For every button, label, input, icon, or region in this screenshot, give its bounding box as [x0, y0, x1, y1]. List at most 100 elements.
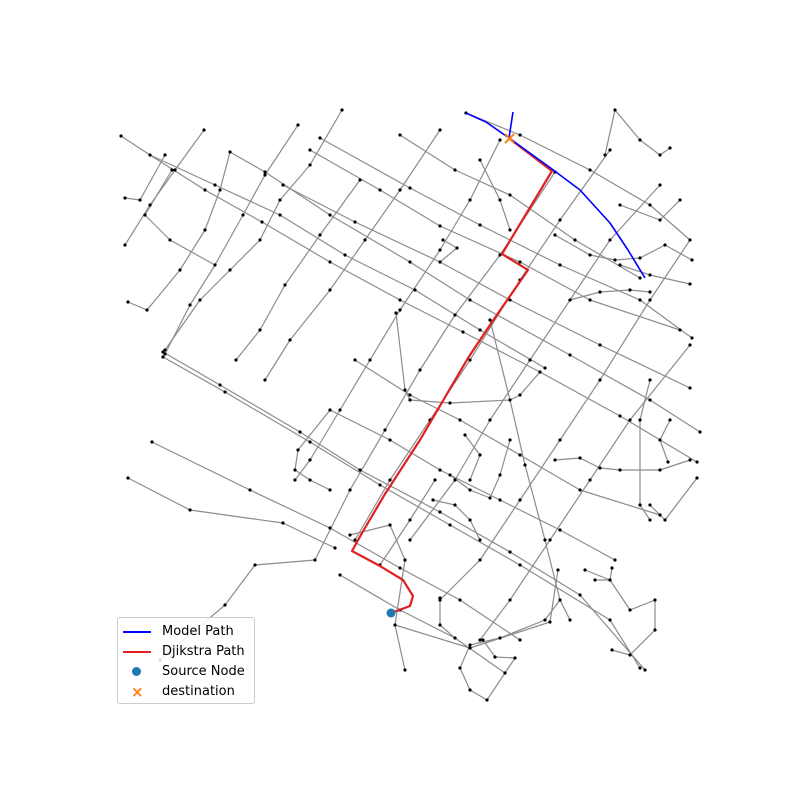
road-node — [448, 401, 452, 405]
model-path-stub — [508, 111, 514, 139]
road-node — [438, 510, 442, 514]
road-node — [690, 336, 694, 340]
road-node — [638, 256, 642, 260]
road-edge — [554, 457, 691, 471]
road-node — [556, 568, 560, 572]
road-node — [608, 238, 612, 242]
road-node — [148, 153, 152, 157]
road-node — [598, 343, 602, 347]
legend-item-source-node: Source Node — [118, 662, 254, 682]
road-node — [173, 168, 177, 172]
road-node — [613, 108, 617, 112]
road-node — [638, 276, 642, 280]
road-node — [508, 298, 512, 302]
road-node — [498, 498, 502, 502]
road-node — [358, 178, 362, 182]
djikstra-path-swatch — [123, 651, 151, 653]
destination-swatch: × — [131, 683, 144, 701]
road-node — [433, 478, 437, 482]
road-node — [588, 253, 592, 257]
road-node — [161, 350, 165, 354]
road-node — [553, 458, 557, 462]
road-node — [598, 290, 602, 294]
road-node — [478, 558, 482, 562]
road-node — [353, 220, 357, 224]
road-node — [248, 488, 252, 492]
road-edge — [354, 359, 661, 516]
road-node — [263, 378, 267, 382]
road-node — [508, 438, 512, 442]
road-node — [648, 273, 652, 277]
road-node — [398, 566, 402, 570]
road-edge — [432, 499, 481, 541]
road-node — [468, 298, 472, 302]
road-node — [296, 448, 300, 452]
road-node — [398, 308, 402, 312]
road-node — [283, 283, 287, 287]
road-node — [388, 438, 392, 442]
road-node — [498, 198, 502, 202]
road-node — [388, 478, 392, 482]
road-node — [523, 463, 527, 467]
road-node — [578, 593, 582, 597]
road-node — [618, 203, 622, 207]
road-node — [448, 473, 452, 477]
road-node — [503, 671, 507, 675]
road-node — [438, 468, 442, 472]
road-node — [123, 196, 127, 200]
road-node — [508, 228, 512, 232]
road-node — [308, 148, 312, 152]
road-node — [598, 466, 602, 470]
road-node — [328, 526, 332, 530]
road-edge — [164, 124, 299, 355]
road-node — [658, 438, 662, 442]
road-node — [393, 623, 397, 627]
road-node — [178, 268, 182, 272]
road-node — [658, 468, 662, 472]
road-node — [668, 418, 672, 422]
road-edge — [319, 137, 693, 339]
road-node — [163, 352, 167, 356]
road-node — [468, 643, 472, 647]
road-node — [213, 263, 217, 267]
road-node — [388, 523, 392, 527]
road-node — [453, 636, 457, 640]
road-node — [610, 566, 614, 570]
road-edge — [619, 264, 691, 285]
road-node — [548, 620, 552, 624]
road-node — [148, 203, 152, 207]
road-edge — [639, 379, 651, 521]
road-edge — [127, 151, 231, 311]
road-node — [568, 353, 572, 357]
road-node — [223, 603, 227, 607]
road-node — [498, 253, 502, 257]
road-node — [338, 573, 342, 577]
road-node — [573, 238, 577, 242]
destination-marker — [504, 133, 515, 144]
legend-item-djikstra-path: Djikstra Path — [118, 642, 254, 662]
road-edge — [294, 139, 501, 481]
road-node — [558, 263, 562, 267]
road-node — [218, 188, 222, 192]
road-node — [593, 578, 597, 582]
road-node — [618, 263, 622, 267]
road-edge — [479, 344, 691, 641]
road-node — [378, 188, 382, 192]
road-edge — [449, 439, 511, 499]
road-edge — [489, 319, 571, 621]
road-node — [553, 233, 557, 237]
road-node — [478, 453, 482, 457]
road-node — [126, 476, 130, 480]
road-node — [638, 298, 642, 302]
road-node — [398, 188, 402, 192]
road-node — [453, 478, 457, 482]
road-node — [150, 440, 154, 444]
road-node — [228, 150, 232, 154]
road-node — [408, 186, 412, 190]
road-node — [543, 618, 547, 622]
road-node — [478, 328, 482, 332]
road-node — [353, 538, 357, 542]
road-node — [638, 138, 642, 142]
road-node — [293, 468, 297, 472]
road-edge — [294, 409, 331, 491]
